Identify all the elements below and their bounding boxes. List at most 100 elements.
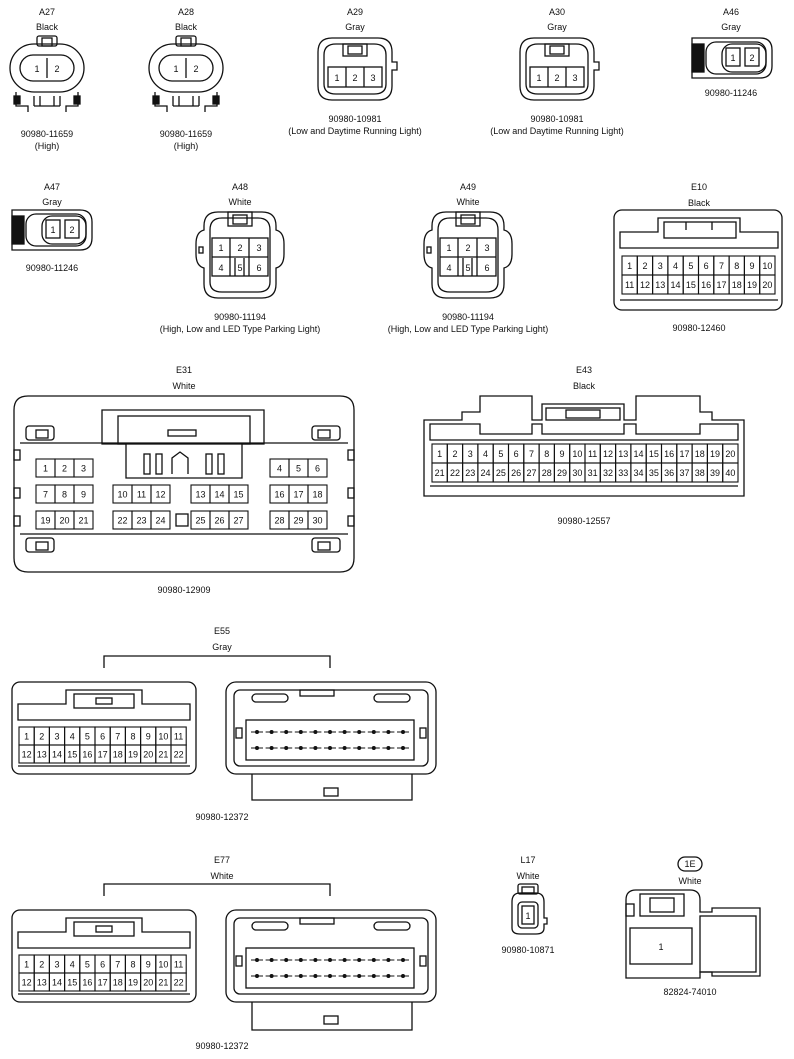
e55-pin-label: 6: [100, 732, 105, 742]
e55-pin-label: 20: [143, 750, 153, 760]
e31-pin-cell: 11: [131, 484, 152, 504]
e55-pin-cell: 14: [48, 744, 66, 764]
e31-pin-label: 12: [155, 490, 165, 500]
e55-pin-label: 17: [98, 750, 108, 760]
a28-pin-2: 2: [193, 64, 198, 74]
a49-pin-5: 5: [465, 263, 470, 273]
connector-1e: 1E White 1 82824-74010: [625, 856, 761, 997]
e43-pin-cell: 40: [722, 462, 739, 483]
e10-pin-label: 18: [732, 280, 742, 290]
e55-pin-cell: 4: [64, 726, 81, 746]
e10-part: 90980-12460: [672, 323, 725, 333]
e55-terminal-dot: [255, 746, 259, 750]
e43-pin-label: 36: [664, 468, 674, 478]
l17-pin-1: 1: [525, 911, 530, 921]
e77-pin-label: 19: [128, 978, 138, 988]
e31-pin-cell: 5: [288, 458, 309, 478]
e77-pin-cell: 1: [18, 954, 35, 974]
e77-pin-label: 17: [98, 978, 108, 988]
e31-pin-cell: 22: [112, 510, 133, 530]
e31-pin-label: 14: [214, 490, 224, 500]
e10-pin-label: 12: [640, 280, 650, 290]
e10-pin-cell: 2: [636, 255, 654, 276]
a46-pin-1: 1: [730, 53, 735, 63]
e77-pin-cell: 18: [109, 972, 126, 992]
e55-terminal-dot: [313, 730, 318, 734]
e77-pin-label: 1: [24, 960, 29, 970]
a30-code: A30: [549, 7, 565, 17]
e55-pin-label: 14: [52, 750, 62, 760]
e43-pin-label: 17: [679, 449, 689, 459]
e43-pin-label: 3: [468, 449, 473, 459]
e55-terminal-dot: [371, 746, 376, 750]
e43-part: 90980-12557: [557, 516, 610, 526]
a48-part: 90980-11194: [214, 312, 266, 322]
e55-terminal-dot: [342, 746, 347, 750]
e55-pin-cell: 20: [140, 744, 157, 764]
e77-pin-cell: 3: [48, 954, 66, 974]
e43-pin-label: 38: [695, 468, 705, 478]
e10-pin-label: 6: [704, 261, 709, 271]
e55-pin-cell: 19: [124, 744, 142, 764]
e77-terminal-dot: [255, 974, 259, 978]
e55-terminal-dot: [298, 730, 303, 734]
e31-pin-cell: 26: [209, 510, 230, 530]
e10-pin-cell: 8: [728, 255, 745, 276]
e55-pin-cell: 15: [64, 744, 81, 764]
e31-pin-label: 11: [137, 490, 146, 500]
e31-pin-label: 6: [315, 464, 320, 474]
e55-terminal-dot: [284, 730, 289, 734]
a29-code: A29: [347, 7, 363, 17]
e55-pin-label: 8: [130, 732, 135, 742]
e55-pin-label: 1: [24, 732, 29, 742]
e55-terminal-dot: [386, 730, 391, 734]
e77-pin-label: 14: [52, 978, 62, 988]
e55-pin-label: 12: [22, 750, 32, 760]
e77-terminal-dot: [298, 974, 303, 978]
e77-pin-cell: 8: [124, 954, 142, 974]
e77-pin-label: 5: [85, 960, 90, 970]
e77-pin-cell: 21: [155, 972, 172, 992]
e31-pin-label: 30: [312, 516, 322, 526]
e10-pin-cell: 17: [713, 274, 730, 295]
e43-pin-cell: 13: [615, 443, 632, 464]
e55-terminal-dot: [357, 746, 362, 750]
e55-pin-label: 16: [82, 750, 92, 760]
e31-pin-cell: 30: [307, 510, 328, 530]
e55-terminal-dot: [401, 746, 405, 750]
e43-code: E43: [576, 365, 592, 375]
e43-pin-cell: 20: [722, 443, 739, 464]
a27-pin-2: 2: [54, 64, 59, 74]
e77-terminal-dot: [255, 958, 259, 962]
e55-pin-label: 15: [67, 750, 77, 760]
e77-terminal-dot: [313, 974, 318, 978]
e10-pin-label: 16: [701, 280, 711, 290]
e43-pin-label: 8: [544, 449, 549, 459]
e31-pin-label: 4: [277, 464, 282, 474]
e55-pin-cell: 1: [18, 726, 35, 746]
e77-pin-label: 16: [82, 978, 92, 988]
e43-pin-cell: 28: [538, 462, 555, 483]
e55-pin-cell: 10: [155, 726, 172, 746]
e31-pin-cell: 3: [73, 458, 94, 478]
e43-pin-cell: 11: [584, 443, 601, 464]
connector-a27: A27 Black 1 2 90980-11659 (High): [9, 7, 85, 151]
a27-pin-1: 1: [34, 64, 39, 74]
a27-part: 90980-11659: [21, 129, 73, 139]
a48-pin-6: 6: [256, 263, 261, 273]
connector-a46: A46 Gray 1 2 90980-11246: [691, 7, 773, 98]
e55-pin-cell: 17: [94, 744, 111, 764]
e31-pin-label: 25: [195, 516, 205, 526]
e10-pin-label: 7: [719, 261, 724, 271]
e55-pin-cell: 2: [33, 726, 50, 746]
e31-pin-cell: 17: [288, 484, 309, 504]
l17-code: L17: [520, 855, 535, 865]
e43-pin-label: 4: [483, 449, 488, 459]
e43-pin-cell: 26: [507, 462, 525, 483]
e43-pin-cell: 22: [446, 462, 464, 483]
e10-pin-label: 19: [747, 280, 757, 290]
e55-pin-cell: 11: [170, 726, 187, 746]
e31-pin-cell: 12: [150, 484, 171, 504]
e31-pin-cell: 19: [35, 510, 56, 530]
